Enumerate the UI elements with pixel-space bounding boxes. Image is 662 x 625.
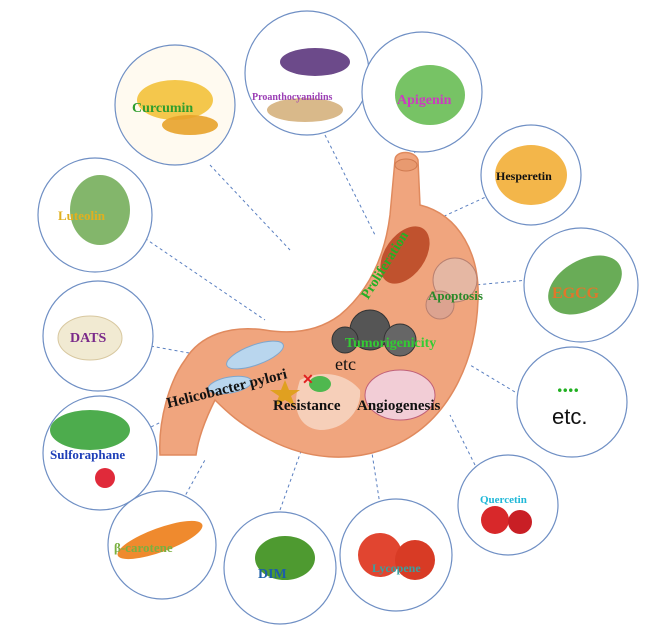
label-etc-circle: etc. [552, 404, 587, 429]
label-dats: DATS [70, 331, 107, 346]
esophagus-opening [395, 159, 417, 171]
label-quercetin: Quercetin [480, 494, 527, 506]
label-proanthocyanidins: Proanthocyanidins [252, 92, 332, 103]
label-apoptosis: Apoptosis [428, 288, 483, 303]
label-hesperetin: Hesperetin [496, 169, 552, 183]
label-luteolin: Luteolin [58, 208, 106, 223]
fruit-image-1 [481, 506, 509, 534]
fruit-image-2 [508, 510, 532, 534]
label-resistance: Resistance [273, 398, 341, 414]
label-beta-carotene: β-carotene [114, 540, 173, 555]
radish-leaves-image [50, 410, 130, 450]
label-etc: etc [335, 354, 356, 374]
radish-image [95, 468, 115, 488]
label-angiogenesis: Angiogenesis [357, 398, 441, 414]
label-apigenin: Apigenin [397, 93, 452, 108]
label-tumorigenicity: Tumorigenicity [345, 336, 436, 351]
label-etc-dots: .... [557, 372, 579, 397]
label-egcg: EGCG [552, 285, 600, 302]
label-sulforaphane: Sulforaphane [50, 447, 125, 462]
label-lycopene: Lycopene [372, 561, 421, 575]
label-dim: DIM [258, 567, 287, 582]
cross-icon: ✕ [302, 373, 314, 388]
grape-image [280, 48, 350, 76]
curcumin-image-2 [162, 115, 218, 135]
circle-etc [517, 347, 627, 457]
label-curcumin: Curcumin [132, 101, 193, 116]
